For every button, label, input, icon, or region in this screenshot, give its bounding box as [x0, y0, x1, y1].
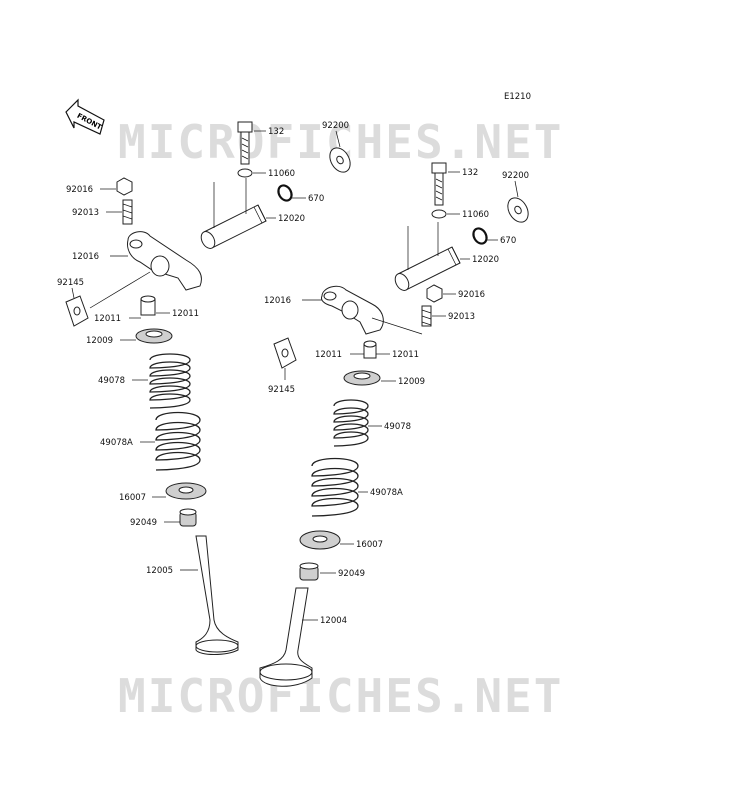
right-assembly: 132 11060 92200 670 12020 92016 — [259, 162, 529, 687]
right-label-adjuster: 92013 — [448, 312, 475, 322]
right-rocker-shaft — [394, 246, 461, 291]
right-rocker-arm — [321, 285, 384, 335]
right-label-stem-seal: 92049 — [338, 569, 365, 579]
left-label-retainer: 12009 — [86, 336, 113, 346]
right-label-plate: 92145 — [268, 385, 295, 395]
left-label-oring: 670 — [308, 194, 324, 204]
left-label-spring-inner: 49078A — [100, 438, 133, 448]
left-label-washer-small: 11060 — [268, 169, 295, 179]
right-label-washer-small: 11060 — [462, 210, 489, 220]
right-label-spring-seat: 16007 — [356, 540, 383, 550]
right-label-retainer: 12009 — [398, 377, 425, 387]
right-bushing — [363, 340, 377, 359]
left-label-adjuster: 92013 — [72, 208, 99, 218]
left-outer-spring — [149, 353, 191, 409]
right-spring-seat — [299, 530, 341, 550]
right-label-rocker-arm: 12016 — [264, 296, 291, 306]
left-bolt — [237, 121, 253, 165]
left-oring — [277, 184, 293, 202]
right-inner-spring — [311, 457, 359, 517]
left-label-valve: 12005 — [146, 566, 173, 576]
left-label-bushing-a: 12011 — [94, 314, 121, 324]
left-rocker-arm — [127, 231, 202, 291]
left-label-bolt: 132 — [268, 127, 284, 137]
right-stem-seal — [299, 562, 319, 581]
left-label-shaft: 12020 — [278, 214, 305, 224]
right-label-spring-inner: 49078A — [370, 488, 403, 498]
right-label-shaft: 12020 — [472, 255, 499, 265]
left-label-stem-seal: 92049 — [130, 518, 157, 528]
left-spring-retainer — [135, 328, 173, 344]
right-nut — [426, 284, 443, 303]
left-bushing — [140, 295, 156, 316]
left-small-washer — [237, 168, 253, 178]
right-spring-retainer — [343, 370, 381, 386]
left-spring-seat — [165, 482, 207, 500]
left-assembly: 132 11060 92200 670 12020 92016 — [57, 121, 351, 655]
left-label-rocker-arm: 12016 — [72, 252, 99, 262]
left-inner-spring — [155, 411, 201, 471]
right-label-bolt: 132 — [462, 168, 478, 178]
front-arrow-icon: FRONT — [65, 98, 105, 135]
right-label-oring: 670 — [500, 236, 516, 246]
left-label-plate: 92145 — [57, 278, 84, 288]
right-valve — [259, 587, 313, 687]
left-valve — [195, 535, 239, 655]
right-small-washer — [431, 209, 447, 219]
right-label-valve: 12004 — [320, 616, 347, 626]
right-label-washer-large: 92200 — [502, 171, 529, 181]
right-adjuster-screw — [421, 305, 432, 327]
diagram-code: E1210 — [504, 92, 531, 102]
right-outer-spring — [333, 399, 369, 447]
left-stem-seal — [179, 508, 197, 527]
left-rocker-shaft — [200, 204, 267, 249]
left-adjuster-screw — [122, 199, 133, 225]
right-bolt — [431, 162, 447, 206]
left-label-washer-large: 92200 — [322, 121, 349, 131]
left-nut — [116, 177, 133, 196]
right-oring — [472, 227, 488, 245]
watermark-bottom: MICROFICHES.NET — [118, 669, 563, 723]
left-label-nut: 92016 — [66, 185, 93, 195]
left-label-spring-seat: 16007 — [119, 493, 146, 503]
right-label-spring-outer: 49078 — [384, 422, 411, 432]
left-label-spring-outer: 49078 — [98, 376, 125, 386]
right-label-bushing-a: 12011 — [315, 350, 342, 360]
right-label-nut: 92016 — [458, 290, 485, 300]
left-label-bushing-b: 12011 — [172, 309, 199, 319]
right-label-bushing-b: 12011 — [392, 350, 419, 360]
